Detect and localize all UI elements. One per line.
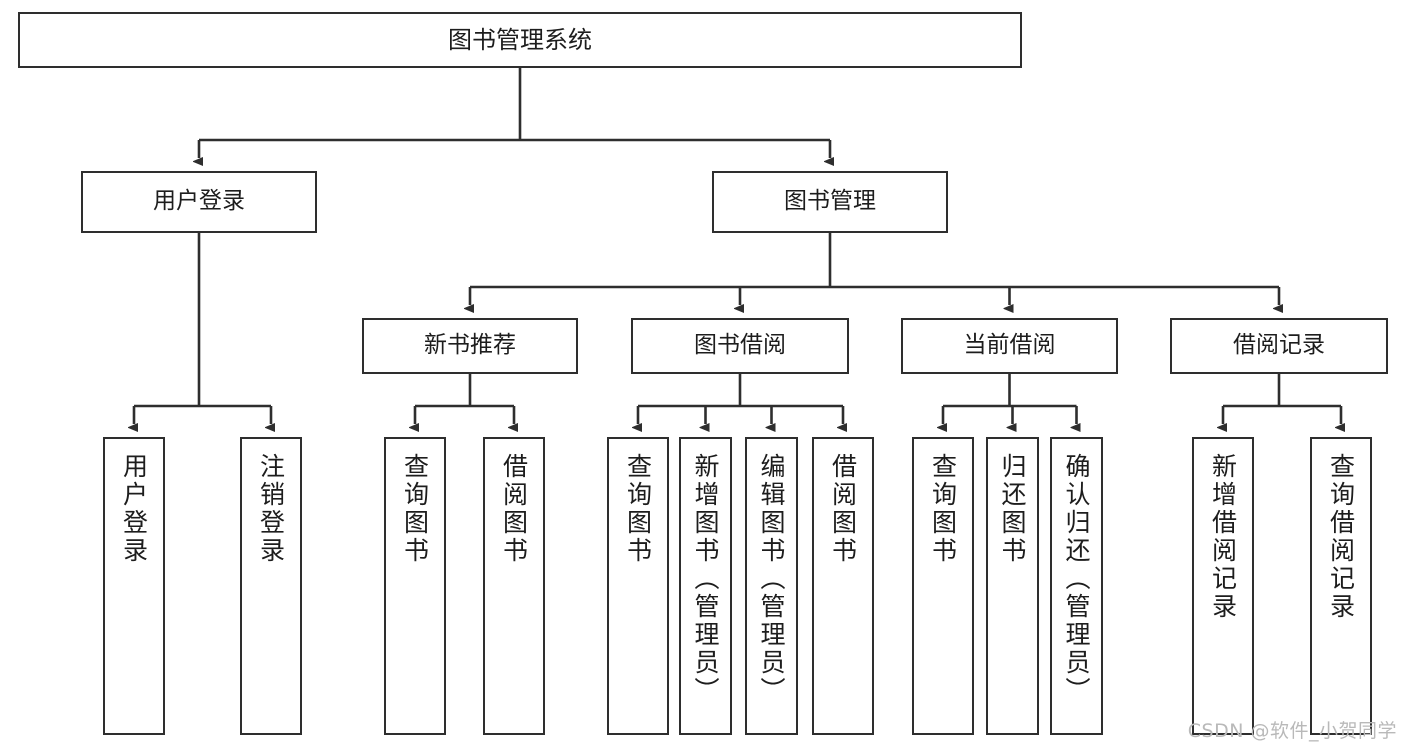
node-root[interactable]: 图书管理系统 [18,12,1022,68]
node-label: 查询图书 [400,453,430,565]
node-label: 新书推荐 [424,332,516,359]
node-label: 用户登录 [153,188,245,215]
node-label: 图书借阅 [694,332,786,359]
node-label: 新增借阅记录 [1208,453,1238,621]
node-label: 查询图书 [928,453,958,565]
node-leaf-user-login[interactable]: 用户登录 [103,437,165,735]
node-leaf-return-book[interactable]: 归还图书 [986,437,1039,735]
node-leaf-borrow-book-1[interactable]: 借阅图书 [483,437,545,735]
node-label: 当前借阅 [963,332,1056,359]
node-label: 新增图书（管理员） [691,453,720,705]
node-new-book-recommend[interactable]: 新书推荐 [362,318,578,374]
node-leaf-user-logout[interactable]: 注销登录 [240,437,302,735]
node-label: 借阅记录 [1233,332,1325,359]
node-book-borrow[interactable]: 图书借阅 [631,318,849,374]
node-label: 图书管理系统 [448,25,592,54]
node-leaf-query-book-1[interactable]: 查询图书 [384,437,446,735]
node-label: 注销登录 [256,453,286,565]
node-leaf-add-book-admin[interactable]: 新增图书（管理员） [679,437,732,735]
node-label: 用户登录 [119,453,149,565]
node-label: 归还图书 [998,453,1027,565]
node-current-borrow[interactable]: 当前借阅 [901,318,1118,374]
node-label: 借阅图书 [499,453,529,565]
node-label: 借阅图书 [828,453,858,565]
node-leaf-query-book-3[interactable]: 查询图书 [912,437,974,735]
node-label: 图书管理 [784,188,876,215]
node-leaf-borrow-book-2[interactable]: 借阅图书 [812,437,874,735]
node-leaf-query-book-2[interactable]: 查询图书 [607,437,669,735]
node-leaf-edit-book-admin[interactable]: 编辑图书（管理员） [745,437,798,735]
node-label: 查询图书 [623,453,653,565]
node-user-login[interactable]: 用户登录 [81,171,317,233]
node-book-manage[interactable]: 图书管理 [712,171,948,233]
node-leaf-add-borrow-record[interactable]: 新增借阅记录 [1192,437,1254,735]
csdn-watermark: CSDN @软件_小贺同学 [1187,720,1397,742]
node-label: 编辑图书（管理员） [757,453,786,705]
node-label: 查询借阅记录 [1326,453,1356,621]
node-leaf-query-borrow-record[interactable]: 查询借阅记录 [1310,437,1372,735]
node-borrow-record[interactable]: 借阅记录 [1170,318,1388,374]
node-leaf-confirm-return-admin[interactable]: 确认归还（管理员） [1050,437,1103,735]
node-label: 确认归还（管理员） [1062,453,1091,705]
